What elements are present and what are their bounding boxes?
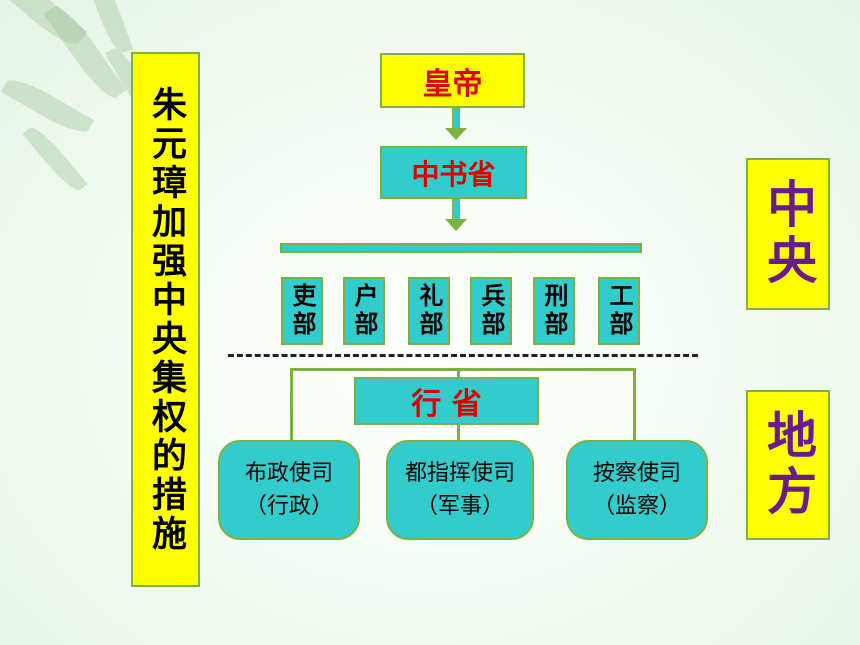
office-name: 按察使司: [592, 461, 681, 486]
office-role: （行政）: [244, 494, 333, 519]
province-box: 行 省: [354, 377, 539, 425]
department-personnel: 吏部: [281, 277, 323, 345]
emperor-box: 皇帝: [380, 53, 525, 108]
departments-bar: [280, 243, 642, 253]
province-label: 行 省: [411, 387, 482, 422]
department-revenue: 户部: [343, 277, 385, 345]
department-works: 工部: [598, 277, 640, 345]
title-box: 朱元璋加强中央集权的措施: [131, 52, 200, 587]
central-label: 中央: [759, 178, 817, 290]
office-name: 布政使司: [244, 461, 333, 486]
office-administration: 布政使司 （行政）: [218, 440, 360, 540]
local-label-box: 地方: [746, 390, 830, 540]
office-role: （监察）: [592, 494, 681, 519]
central-label-box: 中央: [746, 158, 830, 310]
department-rites: 礼部: [408, 277, 450, 345]
central-local-divider: [228, 354, 698, 357]
office-military: 都指挥使司 （军事）: [386, 440, 534, 540]
office-supervision: 按察使司 （监察）: [566, 440, 708, 540]
office-name: 都指挥使司: [404, 461, 515, 486]
department-war: 兵部: [470, 277, 512, 345]
secretariat-box: 中书省: [380, 146, 527, 199]
page-title: 朱元璋加强中央集权的措施: [146, 85, 186, 554]
secretariat-label: 中书省: [411, 157, 496, 191]
department-justice: 刑部: [533, 277, 575, 345]
emperor-label: 皇帝: [422, 66, 483, 102]
local-label: 地方: [759, 409, 817, 521]
office-role: （军事）: [415, 494, 504, 519]
